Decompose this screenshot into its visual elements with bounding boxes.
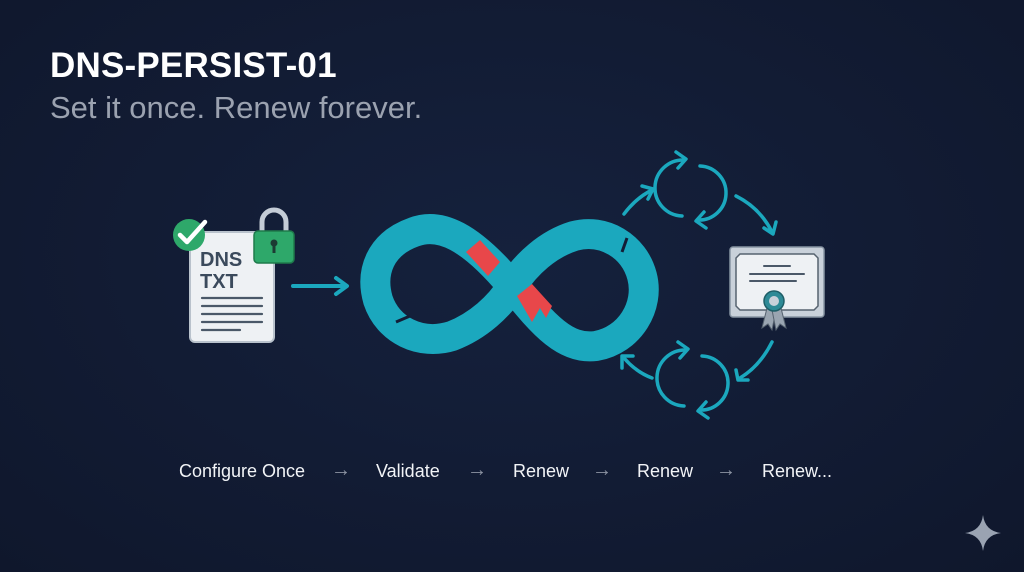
arrow-down-right-icon xyxy=(734,194,774,234)
dns-txt-document-icon: DNS TXT xyxy=(189,231,275,343)
checkmark-badge-icon xyxy=(173,219,208,251)
refresh-cycle-icon-top xyxy=(653,150,728,230)
page-subtitle: Set it once. Renew forever. xyxy=(50,90,423,125)
arrow-up-right-icon xyxy=(622,188,654,216)
flow-arrow-icon: → xyxy=(331,459,351,481)
flow-arrow-icon: → xyxy=(467,459,487,481)
infinity-loop-icon xyxy=(360,214,659,362)
process-flow: Configure Once → Validate → Renew → Rene… xyxy=(0,459,1024,485)
txt-label: TXT xyxy=(200,271,238,293)
sparkle-icon xyxy=(965,515,1001,551)
arrow-down-left-icon xyxy=(738,340,774,380)
arrow-up-left-icon xyxy=(622,356,654,380)
dns-label: DNS xyxy=(200,249,242,271)
flow-step-renew-3: Renew... xyxy=(762,461,833,481)
page-title: DNS-PERSIST-01 xyxy=(50,46,337,85)
flow-arrow-icon: → xyxy=(592,459,612,481)
refresh-cycle-icon-bottom xyxy=(655,340,730,420)
flow-step-renew-2: Renew xyxy=(637,461,694,481)
flow-step-configure: Configure Once xyxy=(179,461,306,481)
flow-step-renew-1: Renew xyxy=(513,461,570,481)
flow-arrow-icon: → xyxy=(716,459,736,481)
flow-step-validate: Validate xyxy=(376,461,440,481)
certificate-icon xyxy=(729,246,825,332)
padlock-icon xyxy=(253,207,295,264)
